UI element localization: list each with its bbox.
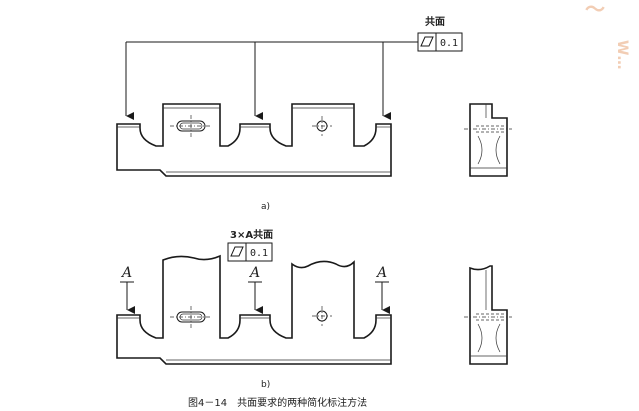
- flatness-value-b: 0.1: [250, 248, 268, 259]
- datum-letter-middle: A: [248, 265, 260, 281]
- watermark: 〜 W…: [585, 0, 630, 69]
- feature-control-frame-a: 共面 0.1: [417, 15, 463, 52]
- caption-a: a): [261, 202, 270, 212]
- feature-control-frame-b: 3×A共面 0.1: [227, 228, 273, 262]
- view-b: 3×A共面 0.1 A A A: [116, 228, 512, 390]
- svg-text:W…: W…: [614, 40, 630, 69]
- part-front-view-a: [116, 103, 392, 177]
- part-side-view-b: [464, 265, 512, 365]
- part-side-view-a: [464, 103, 512, 177]
- part-front-view-b: [116, 254, 392, 365]
- svg-text:〜: 〜: [585, 0, 605, 21]
- flatness-icon: [420, 36, 434, 47]
- figure-caption: 图4－14 共面要求的两种简化标注方法: [188, 396, 367, 409]
- datum-symbols-b: A A A: [120, 265, 390, 314]
- leader-lines-a: [125, 41, 418, 120]
- frame-note-b: 3×A共面: [230, 228, 273, 241]
- datum-letter-right: A: [375, 265, 387, 281]
- view-a: 共面 0.1: [116, 15, 512, 212]
- flatness-icon: [230, 246, 244, 257]
- frame-note-a: 共面: [425, 15, 445, 28]
- caption-b: b): [261, 380, 270, 390]
- flatness-value-a: 0.1: [440, 38, 458, 49]
- datum-letter-left: A: [120, 265, 132, 281]
